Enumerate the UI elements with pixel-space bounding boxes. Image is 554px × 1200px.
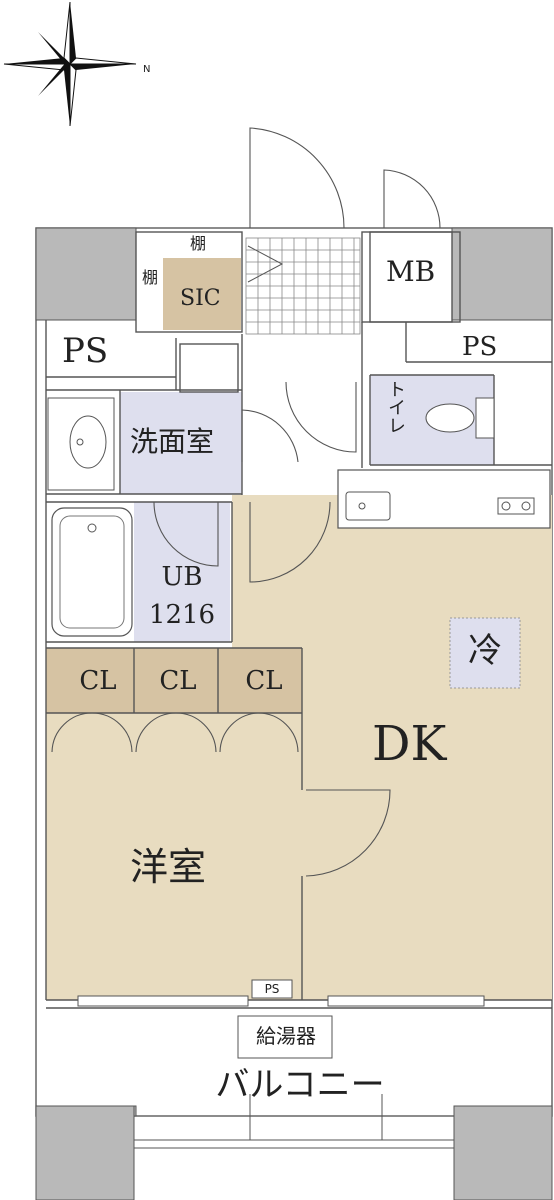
- shelf-label-side: 棚: [142, 268, 159, 287]
- closet-1-label: CL: [79, 666, 117, 696]
- ps-small-box: [251, 979, 293, 999]
- closet-2-label: CL: [159, 666, 197, 696]
- sic-label: SIC: [180, 286, 221, 311]
- ps-right-label: PS: [462, 332, 498, 362]
- compass-rose: [3, 1, 137, 127]
- fridge-label: 冷: [468, 631, 502, 671]
- toilet-label: トイレ: [385, 380, 406, 434]
- compass-north-label: N: [143, 64, 151, 75]
- washroom-floor: [120, 392, 242, 494]
- ps-left-label: PS: [62, 331, 109, 371]
- washroom-label: 洗面室: [130, 425, 215, 458]
- entrance-grid: [245, 237, 361, 335]
- ub-floor: [134, 502, 230, 642]
- closet-3-label: CL: [245, 666, 283, 696]
- water-heater-box: [237, 1015, 333, 1059]
- fridge-space: [449, 617, 521, 689]
- mb-label: MB: [386, 255, 436, 288]
- water-heater-label: 給湯器: [256, 1024, 316, 1048]
- ub-label: UB: [161, 562, 203, 592]
- ub-size-label: 1216: [148, 600, 216, 630]
- dk-label: DK: [372, 716, 447, 772]
- sic-floor: [163, 258, 241, 330]
- shelf-label-top: 棚: [190, 234, 207, 253]
- balcony-label: バルコニー: [215, 1065, 385, 1105]
- closet-area: [46, 648, 302, 713]
- western-room-label: 洋室: [130, 845, 207, 889]
- western-room-floor: [46, 713, 302, 1000]
- ps-small-label: PS: [264, 982, 280, 996]
